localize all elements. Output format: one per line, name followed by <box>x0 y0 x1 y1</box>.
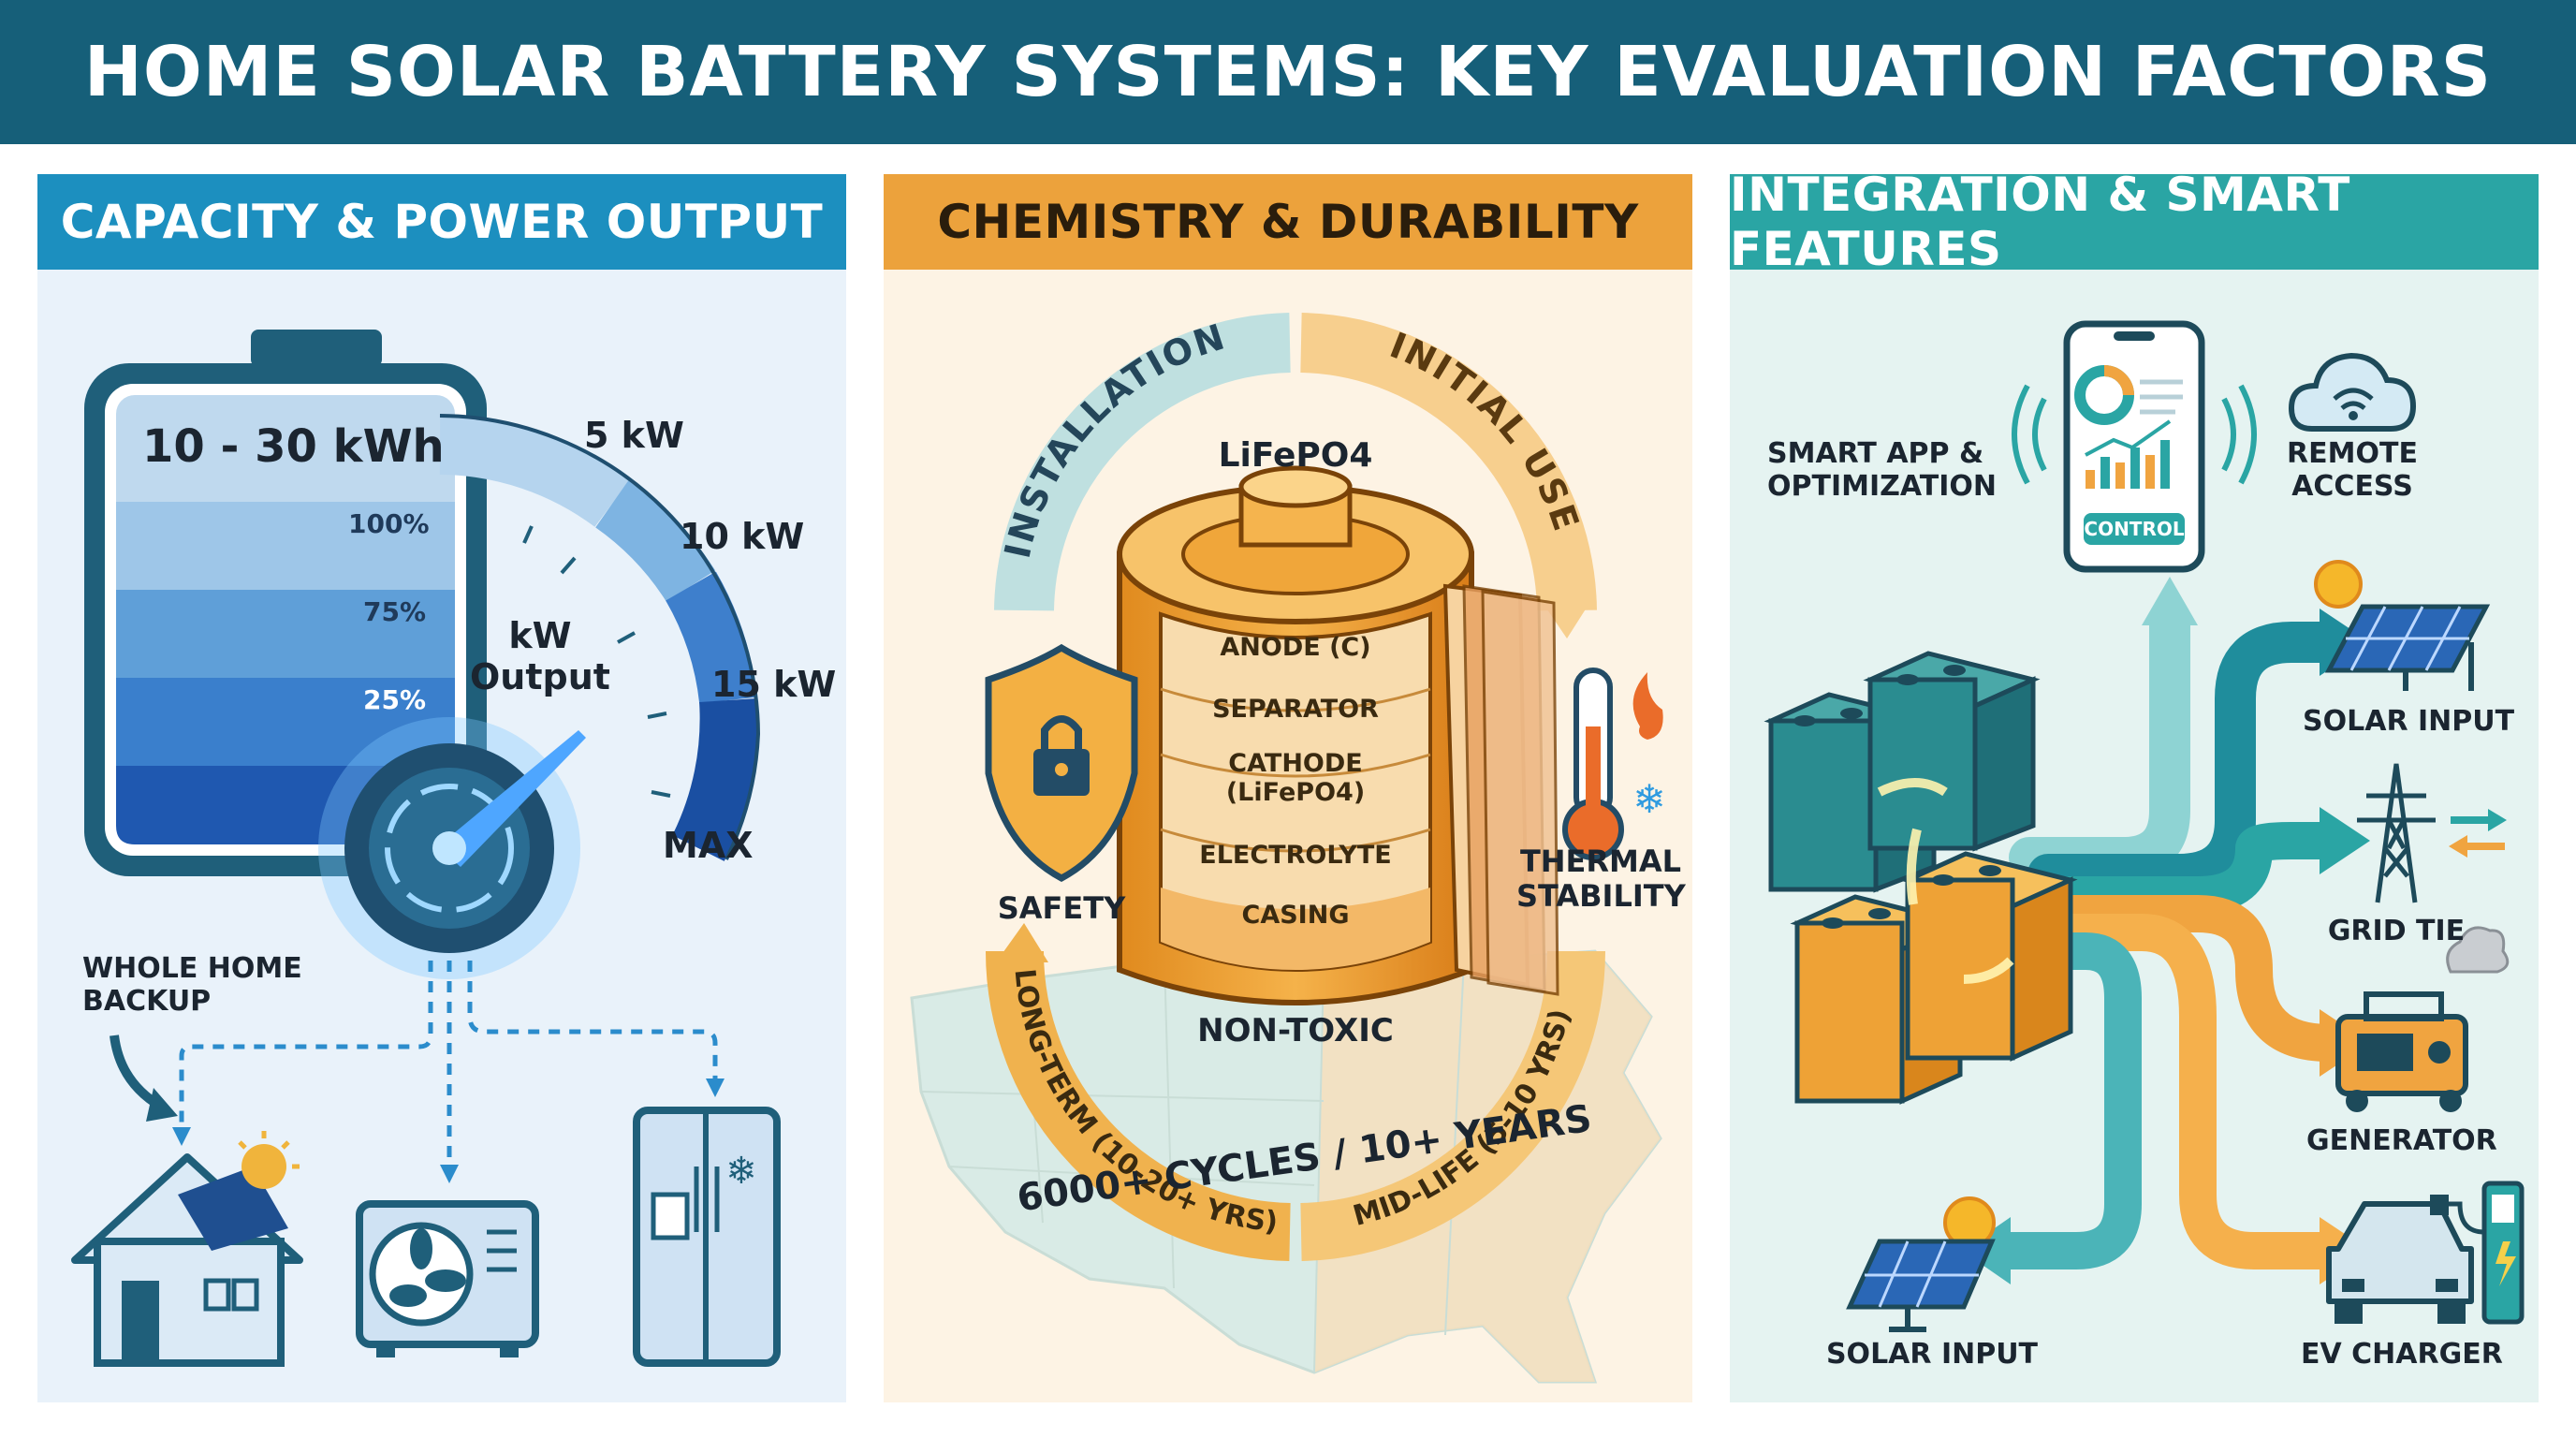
cell-chemistry-label: LiFePO4 <box>1218 436 1373 475</box>
ev-charger-icon <box>2326 1181 2525 1325</box>
gauge-segment-max <box>672 698 758 861</box>
smart-app-label: SMART APP & OPTIMIZATION <box>1767 437 1998 503</box>
level-25-label: 25% <box>363 684 427 715</box>
integration-heading: INTEGRATION & SMART FEATURES <box>1730 174 2539 276</box>
snowflake-icon: ❄ <box>725 1150 757 1193</box>
refrigerator-icon: ❄ <box>633 1107 781 1367</box>
safety-label: SAFETY <box>997 890 1126 926</box>
layer-separator: SEPARATOR <box>1212 695 1379 724</box>
battery-level-75 <box>116 590 455 678</box>
battery-cell-icon <box>1117 465 1559 1005</box>
ev-charger-label: EV CHARGER <box>2301 1338 2503 1371</box>
integration-illustration <box>1764 320 2525 1332</box>
integration-heading-text: INTEGRATION & SMART FEATURES <box>1730 174 2350 276</box>
backup-dashed-lines <box>179 961 718 1167</box>
chemistry-heading: CHEMISTRY & DURABILITY <box>884 174 1692 270</box>
capacity-range: 10 - 30 kWh <box>142 420 445 473</box>
initial-use-arc <box>1299 313 1597 611</box>
grid-tie-label: GRID TIE <box>2327 915 2466 947</box>
battery-terminal <box>251 330 382 367</box>
gauge-segment-10kw <box>594 479 716 603</box>
gauge-tick-15kw: 15 kW <box>711 664 837 705</box>
thermal-stability-label: THERMAL STABILITY <box>1516 844 1686 914</box>
safety-shield-icon <box>985 643 1138 882</box>
flow-arrows <box>1983 603 2349 1269</box>
cloud-icon <box>2288 352 2417 432</box>
capacity-heading-text: CAPACITY & POWER OUTPUT <box>60 195 824 249</box>
level-75-label: 75% <box>363 596 427 627</box>
solar-panel-icon-right <box>2314 560 2491 691</box>
mid-life-arc <box>1300 950 1605 1261</box>
grid-arrows-icon <box>2449 809 2507 858</box>
gauge-segment-15kw <box>665 571 757 704</box>
grid-tie-tower-icon <box>2357 763 2436 903</box>
capacity-illustration: ❄ <box>71 330 781 1367</box>
capacity-panel: ❄ CAPACITY & POWER OUTPUT 10 - 30 kWh 10… <box>37 174 846 1402</box>
generator-icon <box>2335 926 2510 1112</box>
thermometer-icon: ❄ <box>1562 668 1666 860</box>
chemistry-illustration: INSTALLATION INITIAL USE LONG-TERM (10-2… <box>910 313 1666 1384</box>
level-100-label: 100% <box>348 508 430 539</box>
title-bar: HOME SOLAR BATTERY SYSTEMS: KEY EVALUATI… <box>0 0 2576 144</box>
solar-input-right-label: SOLAR INPUT <box>2303 705 2515 738</box>
battery-modules-icon <box>1764 651 2078 1105</box>
installation-arc <box>994 313 1292 611</box>
gauge-center-label: kW Output <box>470 615 610 697</box>
ac-unit-icon <box>356 1200 539 1357</box>
smartphone-icon <box>2012 320 2257 573</box>
battery-level-25 <box>116 678 455 766</box>
long-term-arc <box>986 950 1291 1261</box>
snowflake-icon: ❄ <box>1632 776 1665 822</box>
layer-anode: ANODE (C) <box>1220 633 1371 662</box>
non-toxic-label: NON-TOXIC <box>1197 1012 1394 1049</box>
gauge-tick-max: MAX <box>663 825 754 866</box>
flame-icon <box>1632 672 1663 740</box>
capacity-heading: CAPACITY & POWER OUTPUT <box>37 174 846 270</box>
layer-casing: CASING <box>1241 901 1350 930</box>
layer-electrolyte: ELECTROLYTE <box>1199 841 1392 870</box>
generator-label: GENERATOR <box>2306 1124 2497 1157</box>
chemistry-panel: INSTALLATION INITIAL USE LONG-TERM (10-2… <box>884 174 1692 1402</box>
gauge-segment-5kw <box>439 417 630 528</box>
gauge-tick-10kw: 10 kW <box>680 516 805 557</box>
control-button <box>2084 513 2185 545</box>
control-label[interactable]: CONTROL <box>2084 518 2185 540</box>
integration-panel: INTEGRATION & SMART FEATURES SMART APP &… <box>1730 174 2539 1402</box>
page-title: HOME SOLAR BATTERY SYSTEMS: KEY EVALUATI… <box>83 32 2493 112</box>
dial-needle <box>438 730 586 867</box>
layer-cathode: CATHODE (LiFePO4) <box>1225 749 1366 808</box>
solar-panel-icon-left <box>1846 1196 1996 1332</box>
backup-label: WHOLE HOME BACKUP <box>82 952 302 1018</box>
chemistry-heading-text: CHEMISTRY & DURABILITY <box>937 195 1639 249</box>
remote-access-label: REMOTE ACCESS <box>2287 437 2418 503</box>
battery-level-100 <box>116 502 455 590</box>
gauge-tick-5kw: 5 kW <box>584 415 684 456</box>
house-icon <box>71 1131 303 1367</box>
solar-input-left-label: SOLAR INPUT <box>1825 1338 2039 1371</box>
